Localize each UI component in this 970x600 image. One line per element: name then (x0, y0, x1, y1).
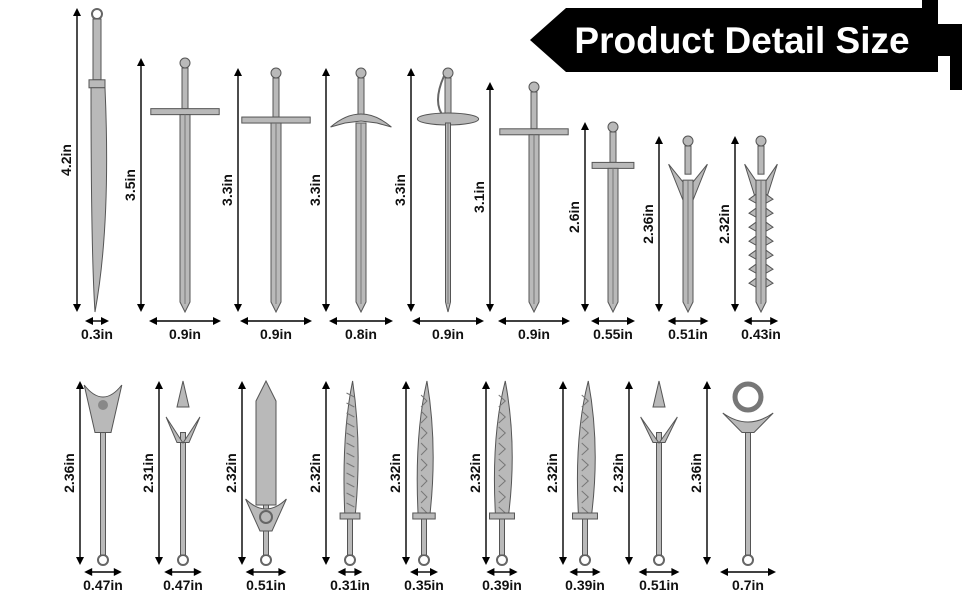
width-label: 0.35in (404, 577, 444, 593)
height-label: 2.36in (688, 453, 704, 493)
height-label: 3.3in (307, 174, 323, 206)
product-curved-saber (88, 8, 108, 313)
product-jagged-blade (572, 380, 598, 566)
height-arrow (482, 381, 490, 565)
height-arrow (76, 381, 84, 565)
product-fantasy-spear (165, 380, 201, 566)
width-label: 0.47in (83, 577, 123, 593)
height-label: 2.31in (140, 453, 156, 493)
width-label: 0.39in (482, 577, 522, 593)
height-arrow (625, 381, 633, 565)
width-label: 0.9in (260, 326, 292, 342)
product-knight-sword (241, 67, 311, 314)
height-arrow (322, 68, 330, 312)
width-label: 0.39in (565, 577, 605, 593)
width-arrow (410, 568, 438, 576)
height-label: 3.1in (471, 181, 487, 213)
height-arrow (731, 136, 739, 312)
width-label: 0.9in (169, 326, 201, 342)
height-label: 2.36in (61, 453, 77, 493)
width-arrow (720, 568, 776, 576)
height-arrow (137, 58, 145, 312)
product-cross-guard-sword (150, 57, 220, 314)
height-label: 3.3in (392, 174, 408, 206)
width-label: 0.7in (732, 577, 764, 593)
height-label: 2.32in (610, 453, 626, 493)
product-detail-size-title: Product Detail Size (574, 20, 910, 61)
height-label: 2.32in (544, 453, 560, 493)
height-arrow (655, 136, 663, 312)
width-arrow (329, 317, 393, 325)
product-rapier (416, 67, 480, 313)
height-label: 2.32in (223, 453, 239, 493)
width-label: 0.43in (741, 326, 781, 342)
height-label: 2.32in (716, 204, 732, 244)
width-arrow (164, 568, 202, 576)
banner-shape (530, 0, 962, 90)
width-arrow (84, 568, 122, 576)
width-arrow (85, 317, 109, 325)
width-arrow (638, 568, 680, 576)
product-long-cross-sword (499, 81, 569, 314)
height-arrow (703, 381, 711, 565)
product-winged-sword (668, 135, 708, 314)
width-arrow (337, 568, 363, 576)
height-label: 4.2in (58, 144, 74, 176)
height-arrow (155, 381, 163, 565)
product-zigzag-blade (412, 380, 436, 566)
width-arrow (412, 317, 484, 325)
width-arrow (667, 317, 709, 325)
height-arrow (402, 381, 410, 565)
width-label: 0.47in (163, 577, 203, 593)
product-spiked-spear (640, 380, 678, 566)
width-arrow (743, 317, 779, 325)
width-label: 0.9in (518, 326, 550, 342)
product-flame-blade (489, 380, 515, 566)
height-arrow (73, 8, 81, 312)
height-arrow (407, 68, 415, 312)
height-label: 2.32in (467, 453, 483, 493)
product-ring-staff (722, 381, 774, 566)
width-label: 0.51in (246, 577, 286, 593)
height-label: 2.6in (566, 201, 582, 233)
width-label: 0.51in (639, 577, 679, 593)
height-label: 2.32in (307, 453, 323, 493)
product-skull-sword (591, 121, 635, 314)
product-scaled-blade (339, 380, 361, 566)
width-label: 0.9in (432, 326, 464, 342)
product-broad-sword-pendant (245, 379, 287, 566)
height-arrow (581, 122, 589, 312)
width-arrow (591, 317, 635, 325)
height-arrow (238, 381, 246, 565)
width-label: 0.55in (593, 326, 633, 342)
width-arrow (486, 568, 518, 576)
height-label: 2.36in (640, 204, 656, 244)
width-arrow (498, 317, 570, 325)
product-spiked-dragon-sword (744, 135, 778, 314)
product-winged-scepter (83, 384, 123, 566)
height-arrow (486, 82, 494, 312)
width-arrow (569, 568, 601, 576)
height-arrow (234, 68, 242, 312)
width-arrow (245, 568, 287, 576)
width-label: 0.51in (668, 326, 708, 342)
height-arrow (322, 381, 330, 565)
height-label: 3.5in (122, 169, 138, 201)
width-label: 0.8in (345, 326, 377, 342)
width-arrow (240, 317, 312, 325)
height-label: 2.32in (387, 453, 403, 493)
width-label: 0.31in (330, 577, 370, 593)
width-arrow (149, 317, 221, 325)
width-label: 0.3in (81, 326, 113, 342)
height-label: 3.3in (219, 174, 235, 206)
height-arrow (559, 381, 567, 565)
product-ornate-guard-sword (330, 67, 392, 314)
